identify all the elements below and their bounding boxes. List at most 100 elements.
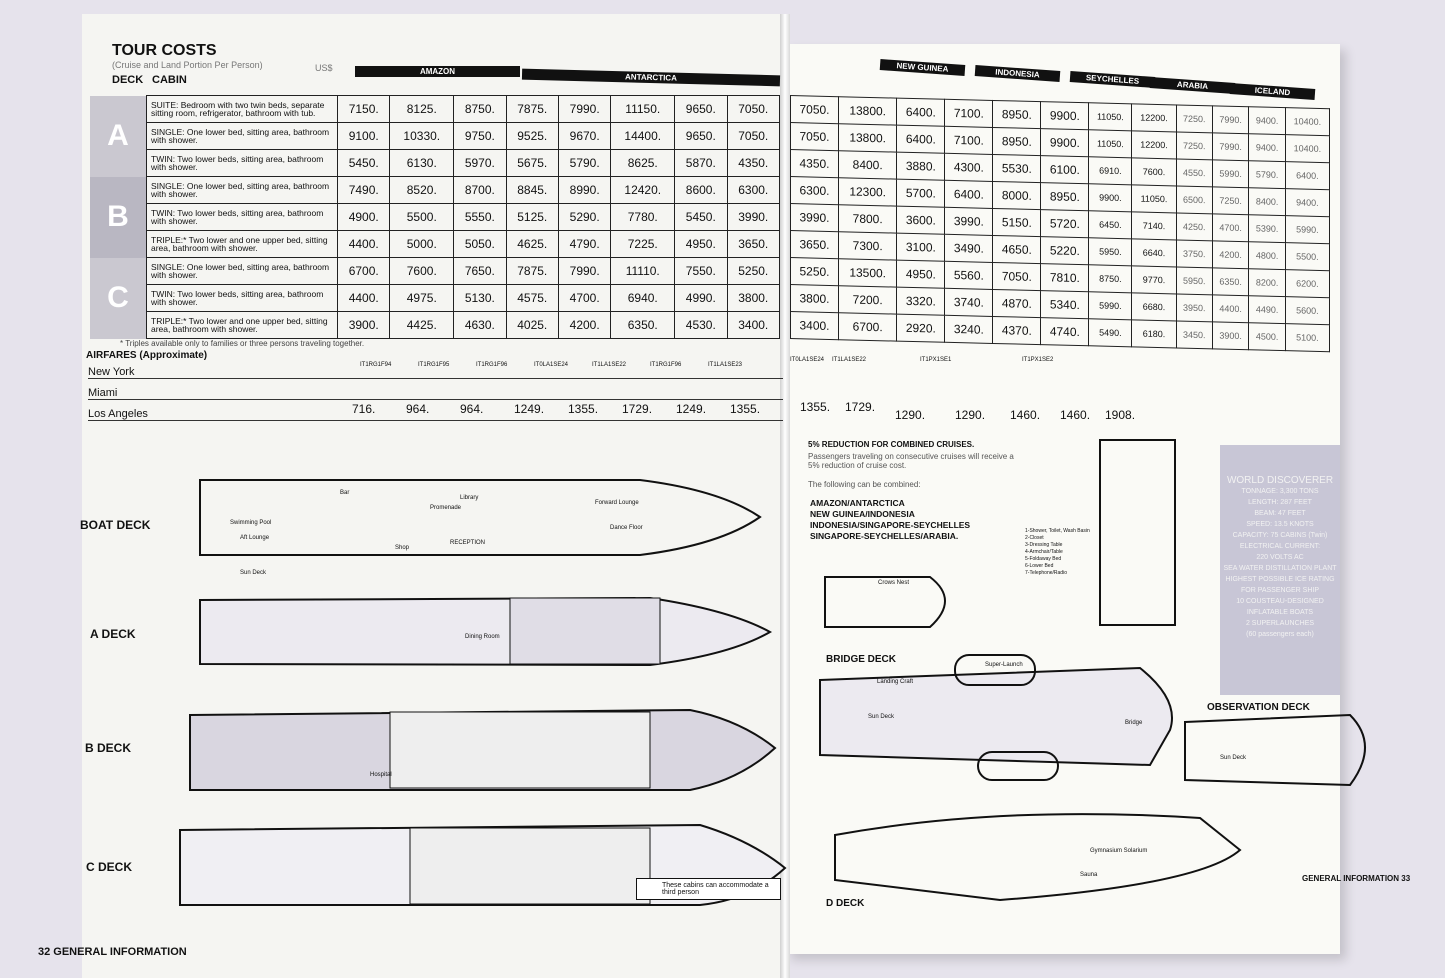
airfare-value: 964. [406,402,430,416]
boat-deck-plan [199,479,762,556]
legend-item: 6-Lower Bed [1025,563,1054,569]
airfare-value: 964. [460,402,484,416]
price-cell: 6940. [610,284,676,312]
price-cell: 4700. [557,284,612,312]
d-deck-plan [834,813,1242,902]
room-label: Landing Craft [877,679,914,685]
footer-left: 32 GENERAL INFORMATION [38,946,187,958]
combined-cruise: SINGAPORE-SEYCHELLES/ARABIA. [810,531,959,541]
currency: US$ [315,63,333,73]
cabin-description: SINGLE: One lower bed, sitting area, bat… [146,257,338,285]
deck-label: C DECK [86,860,133,874]
airfare-code: IT1PX1SE1 [920,357,952,363]
airfare-value: 1729. [622,402,653,416]
airfare-value: 1460. [1010,408,1041,422]
page-title: TOUR COSTS [112,42,217,59]
price-cell: 5000. [389,230,455,258]
price-cell: 9100. [336,122,391,150]
price-cell: 4575. [505,284,559,312]
price-cell: 11110. [610,257,676,285]
price-cell: 5550. [453,203,507,231]
price-cell: 7490. [336,176,391,204]
price-cell: 6300. [726,176,781,204]
table-row: TWIN: Two lower beds, sitting area, bath… [90,284,781,312]
cabin-description: TWIN: Two lower beds, sitting area, bath… [146,284,338,312]
deck-label: D DECK [826,898,865,909]
a-deck-plan [199,596,773,667]
info-line: HIGHEST POSSIBLE ICE RATING [1225,576,1335,583]
cabin-grid-c [409,827,651,905]
price-cell: 4530. [674,311,728,339]
bridge-deck-plan [819,666,1173,767]
observation-deck-plan [1184,713,1366,787]
price-cell: 7600. [389,257,455,285]
deck-label: A DECK [90,627,136,641]
price-cell: 5125. [505,203,559,231]
room-label: Bridge [1125,720,1143,726]
room-label: RECEPTION [450,540,486,546]
price-cell: 3400. [726,311,781,339]
airfare-value: 1460. [1060,408,1091,422]
info-line: (60 passengers each) [1246,631,1314,638]
price-cell: 7050. [726,122,781,150]
legend-item: 1-Shower, Toilet, Wash Basin [1025,528,1090,534]
price-cell: 3990. [726,203,781,231]
info-line: 10 COUSTEAU-DESIGNED [1236,598,1324,605]
cabin-note: These cabins can accommodate a third per… [636,878,781,900]
price-cell: 4975. [389,284,455,312]
deck-header: DECK [112,74,144,86]
airfare-city: Miami [88,387,783,400]
super-launch-bottom [977,751,1059,781]
super-launch-top [954,654,1036,686]
info-line: 220 VOLTS AC [1256,554,1304,561]
room-label: Dining Room [465,634,500,640]
airfare-value: 1290. [895,408,926,422]
airfare-city: New York [88,366,783,379]
price-cell: 9670. [557,122,612,150]
price-cell: 5130. [453,284,507,312]
table-row: TWIN: Two lower beds, sitting area, bath… [90,149,781,177]
spine [780,14,790,978]
airfare-code: IT1RG1F95 [418,362,450,368]
cabin-grid-b [389,711,651,789]
table-row: TRIPLE:* Two lower and one upper bed, si… [90,311,781,339]
price-cell: 3800. [726,284,781,312]
combined-cruise: INDONESIA/SINGAPORE-SEYCHELLES [810,520,971,530]
room-label: Bar [340,490,350,496]
cabin-description: SINGLE: One lower bed, sitting area, bat… [146,176,338,204]
info-line: SPEED: 13.5 KNOTS [1246,521,1314,528]
legend-item: 3-Dressing Table [1025,542,1063,548]
price-cell: 6350. [610,311,676,339]
cabin-grid-a [509,597,661,665]
airfare-code: IT1LA1SE22 [832,357,867,363]
airfare-value: 1908. [1105,408,1136,422]
info-line: TONNAGE: 3,300 TONS [1241,488,1319,495]
info-line: INFLATABLE BOATS [1246,609,1314,616]
airfare-code: IT1RG1F96 [650,362,682,368]
deck-label: A [90,95,147,177]
deck-label: BRIDGE DECK [826,654,897,665]
price-cell: 10330. [389,122,455,150]
price-cell: 9525. [505,122,559,150]
price-cell: 4400. [336,284,391,312]
room-label: Super-Launch [985,662,1023,668]
airfare-code: IT0LA1SE24 [790,357,825,363]
price-cell: 6700. [336,257,391,285]
airfare-value: 1355. [730,402,761,416]
crows-nest-plan [824,576,946,628]
airfare-code: IT1RG1F96 [476,362,508,368]
price-cell: 14400. [610,122,676,150]
room-label: Promenade [430,505,462,511]
price-cell: 4790. [557,230,612,258]
deck-label: B [90,176,147,258]
room-label: Hospital [370,772,392,778]
room-label: Sauna [1080,872,1098,878]
airfares-title: AIRFARES (Approximate) [86,350,208,361]
room-label: Sun Deck [868,714,895,720]
airfare-value: 1290. [955,408,986,422]
airfare-value: 1249. [676,402,707,416]
